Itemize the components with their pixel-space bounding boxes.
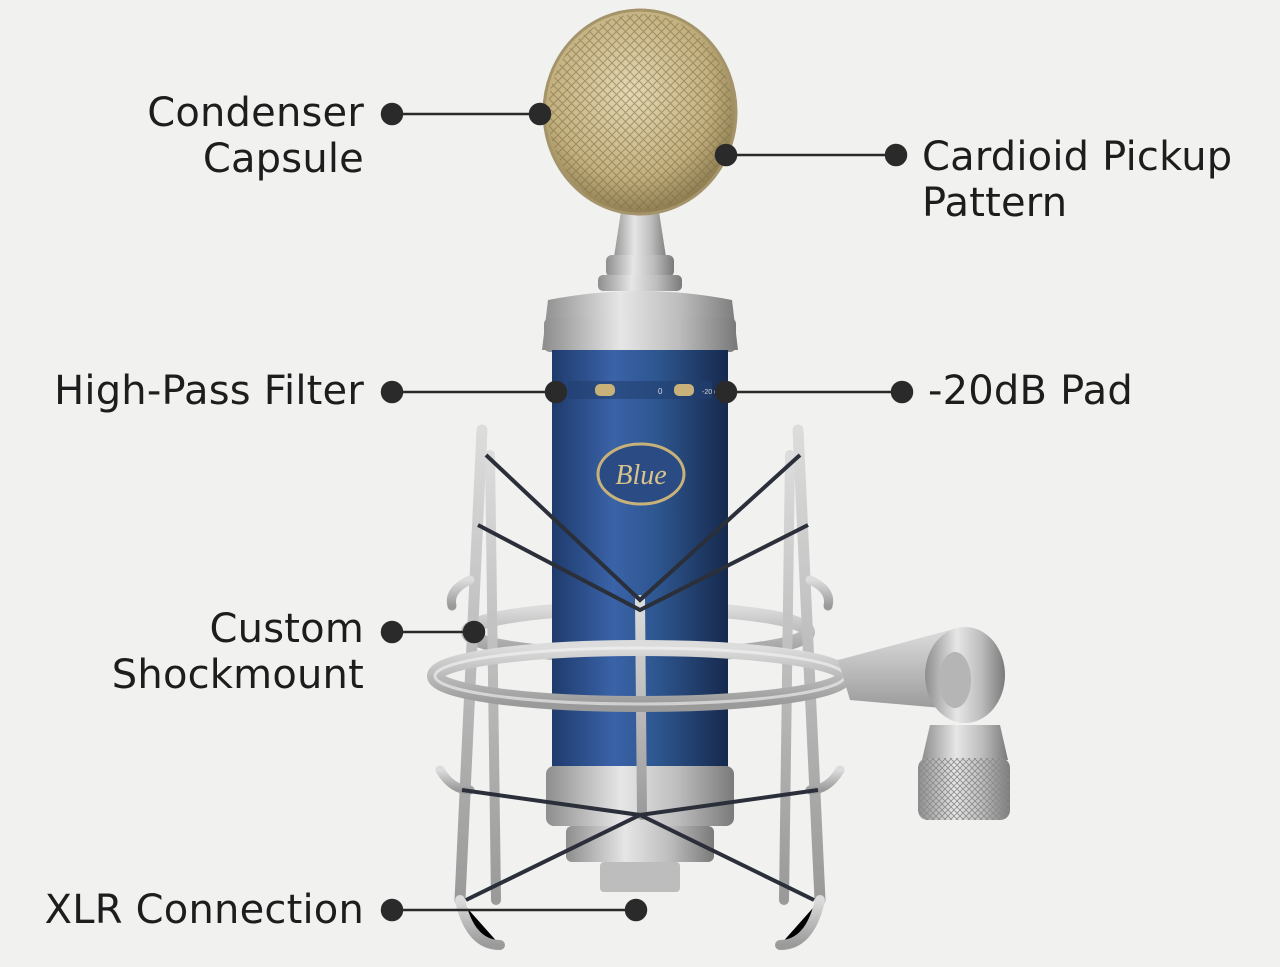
switch-mark-pad: -20 dB <box>702 389 723 396</box>
label-custom-shockmount: Custom Shockmount <box>111 606 364 698</box>
label-20db-pad: -20dB Pad <box>928 368 1133 414</box>
callout-lines <box>380 102 914 922</box>
svg-text:Blue: Blue <box>615 460 666 491</box>
capsule-neck <box>598 205 682 291</box>
switch-panel: 0 -20 dB <box>568 381 723 399</box>
label-condenser-capsule: Condenser Capsule <box>147 90 364 182</box>
switch-mark-zero: 0 <box>658 387 663 396</box>
label-high-pass-filter: High-Pass Filter <box>54 368 364 414</box>
condenser-capsule-grille <box>542 8 738 216</box>
label-cardioid-pickup-pattern: Cardioid Pickup Pattern <box>922 134 1233 226</box>
label-xlr-connection: XLR Connection <box>44 887 364 933</box>
shockmount-elastic-cords <box>461 453 819 902</box>
mount-knob <box>918 725 1010 820</box>
mount-clamp <box>838 627 1005 723</box>
brand-logo: Blue <box>596 442 686 506</box>
shockmount-feet <box>455 895 825 950</box>
